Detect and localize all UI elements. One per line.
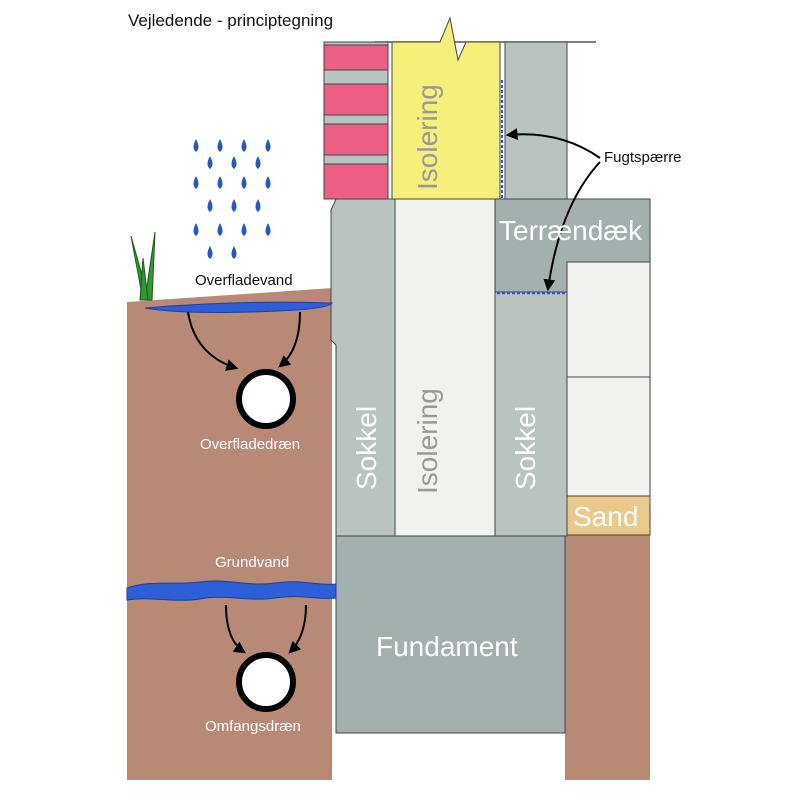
fundament bbox=[335, 535, 566, 734]
label-overfladevand: Overfladevand bbox=[195, 272, 293, 289]
yellow-insulation bbox=[391, 16, 501, 200]
rain-drop bbox=[265, 223, 271, 236]
rain-drop bbox=[231, 199, 237, 212]
rain-drop bbox=[193, 223, 199, 236]
ground-water bbox=[126, 580, 337, 601]
inner-wall bbox=[504, 41, 568, 200]
rain-drop bbox=[207, 156, 213, 169]
label-fundament: Fundament bbox=[376, 631, 518, 662]
rain-drop bbox=[255, 199, 261, 212]
label-terraendaek: Terrændæk bbox=[499, 215, 643, 246]
rain-drop bbox=[231, 246, 237, 259]
rain-drop bbox=[207, 199, 213, 212]
rain-icon bbox=[193, 139, 271, 259]
rain-drop bbox=[217, 139, 223, 152]
perimeter-drain-pipe bbox=[236, 652, 296, 712]
drain-arrows bbox=[187, 311, 307, 654]
sokkel-right bbox=[494, 291, 568, 537]
rain-drop bbox=[241, 139, 247, 152]
label-isolering-mid: Isolering bbox=[412, 388, 443, 494]
label-sokkel-right: Sokkel bbox=[510, 406, 541, 490]
label-omfangsdraen: Omfangsdræn bbox=[205, 718, 301, 735]
label-fugtspaerre: Fugtspærre bbox=[604, 149, 682, 166]
surface-drain-pipe bbox=[236, 369, 296, 429]
rain-drop bbox=[231, 156, 237, 169]
rain-drop bbox=[217, 176, 223, 189]
rain-drop bbox=[241, 176, 247, 189]
rain-drop bbox=[265, 176, 271, 189]
label-sokkel-left: Sokkel bbox=[351, 406, 382, 490]
grass-icon bbox=[130, 231, 156, 301]
label-isolering-top: Isolering bbox=[412, 84, 443, 190]
label-overfladedraen: Overfladedræn bbox=[200, 436, 300, 453]
middle-insulation bbox=[394, 198, 496, 537]
title-text: Vejledende - principtegning bbox=[128, 11, 333, 30]
surface-water bbox=[144, 301, 333, 313]
rain-drop bbox=[217, 223, 223, 236]
rain-drop bbox=[241, 223, 247, 236]
rain-drop bbox=[193, 176, 199, 189]
rain-drop bbox=[193, 139, 199, 152]
rain-drop bbox=[265, 139, 271, 152]
rain-drop bbox=[207, 246, 213, 259]
label-grundvand: Grundvand bbox=[215, 554, 289, 571]
fugtspaerre-arrows bbox=[505, 128, 601, 292]
floor-insulation bbox=[566, 261, 651, 497]
label-sand: Sand bbox=[573, 501, 638, 532]
rain-drop bbox=[255, 156, 261, 169]
brick-wall bbox=[323, 41, 389, 200]
